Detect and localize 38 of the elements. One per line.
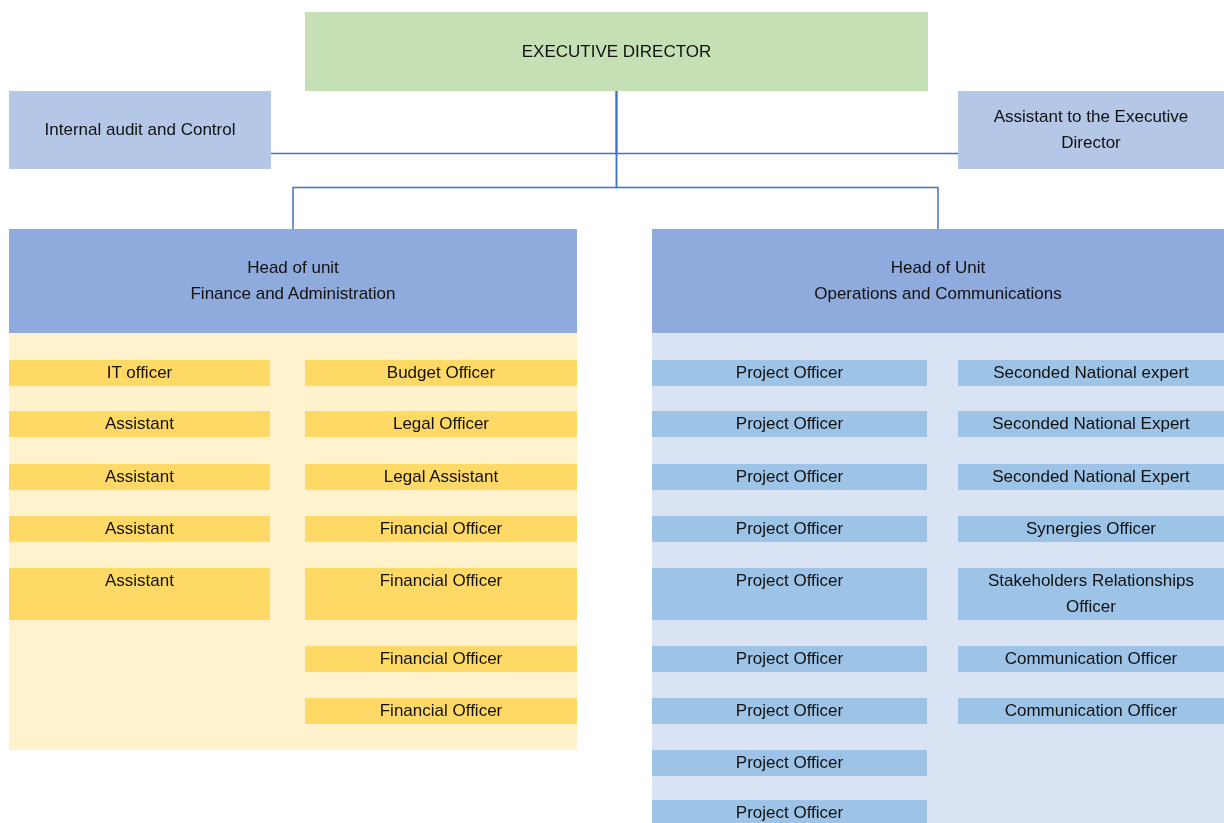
position-box: Financial Officer xyxy=(305,568,577,620)
unit-heading: Head of unit xyxy=(247,257,339,279)
unit-heading: Finance and Administration xyxy=(190,283,396,305)
director-box: EXECUTIVE DIRECTOR xyxy=(305,12,928,91)
connector-line xyxy=(615,90,939,230)
position-box: Seconded National Expert xyxy=(958,464,1224,490)
position-box: Assistant xyxy=(9,516,270,542)
position-box: IT officer xyxy=(9,360,270,386)
position-box: Financial Officer xyxy=(305,516,577,542)
position-box: Synergies Officer xyxy=(958,516,1224,542)
position-box: Communication Officer xyxy=(958,698,1224,724)
position-box: Seconded National Expert xyxy=(958,411,1224,437)
position-box: Seconded National expert xyxy=(958,360,1224,386)
unit-panel xyxy=(652,229,1224,823)
position-box: Communication Officer xyxy=(958,646,1224,672)
position-box: Assistant xyxy=(9,568,270,620)
position-box: Assistant xyxy=(9,411,270,437)
position-box: Legal Officer xyxy=(305,411,577,437)
position-box: Project Officer xyxy=(652,646,927,672)
position-box: Legal Assistant xyxy=(305,464,577,490)
position-box: Project Officer xyxy=(652,516,927,542)
position-box: Financial Officer xyxy=(305,698,577,724)
unit-heading: Operations and Communications xyxy=(814,283,1062,305)
staff-box: Assistant to the Executive Director xyxy=(958,91,1224,169)
position-box: Project Officer xyxy=(652,360,927,386)
position-box: Assistant xyxy=(9,464,270,490)
position-box: Project Officer xyxy=(652,750,927,776)
staff-box: Internal audit and Control xyxy=(9,91,271,169)
position-box: Project Officer xyxy=(652,800,927,823)
position-box: Budget Officer xyxy=(305,360,577,386)
position-box: Financial Officer xyxy=(305,646,577,672)
unit-heading: Head of Unit xyxy=(890,257,986,279)
position-box: Project Officer xyxy=(652,698,927,724)
position-box: Project Officer xyxy=(652,568,927,620)
position-box: Stakeholders Relationships Officer xyxy=(958,568,1224,620)
position-box: Project Officer xyxy=(652,411,927,437)
unit-panel xyxy=(9,229,577,750)
position-box: Project Officer xyxy=(652,464,927,490)
